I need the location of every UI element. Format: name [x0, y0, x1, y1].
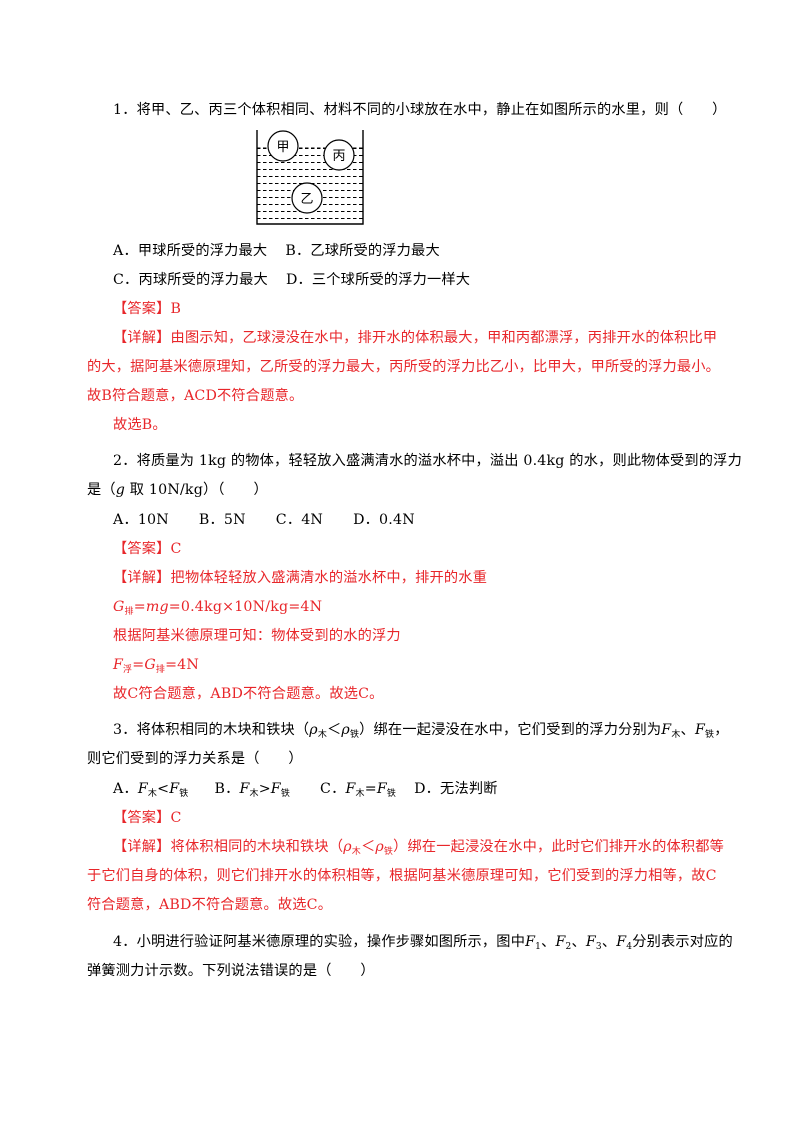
q2-stem-2: 是（g 取 10N/kg）（ ） — [87, 482, 268, 498]
q2-equation-2: F浮=G排=4N — [113, 657, 200, 675]
q3-answer: 【答案】C — [113, 810, 182, 826]
q2-stem-1: 2．将质量为 1kg 的物体，轻轻放入盛满清水的溢水杯中，溢出 0.4kg 的水… — [113, 453, 742, 469]
q3-stem-1: 3．将体积相同的木块和铁块（ρ木＜ρ铁）绑在一起浸没在水中，它们受到的浮力分别为… — [113, 722, 729, 740]
q1-detail-1: 【详解】由图示知，乙球浸没在水中，排开水的体积最大，甲和丙都漂浮，丙排开水的体积… — [113, 330, 718, 346]
q3-option-c[interactable]: C．F木=F铁 — [320, 781, 397, 799]
q1-option-c[interactable]: C．丙球所受的浮力最大 — [113, 272, 268, 288]
q4-stem-1: 4．小明进行验证阿基米德原理的实验，操作步骤如图所示，图中F1、F2、F3、F4… — [113, 934, 733, 952]
q3-option-d[interactable]: D．无法判断 — [414, 781, 498, 797]
svg-text:乙: 乙 — [300, 192, 313, 207]
q2-option-c[interactable]: C．4N — [275, 512, 324, 528]
q2-detail-3: 故C符合题意，ABD不符合题意。故选C。 — [113, 686, 384, 702]
q1-option-b[interactable]: B．乙球所受的浮力最大 — [285, 243, 440, 259]
q2-equation-1: G排=mg=0.4kg×10N/kg=4N — [113, 599, 323, 617]
q1-answer: 【答案】B — [113, 301, 182, 317]
q1-options-row1: A．甲球所受的浮力最大 B．乙球所受的浮力最大 — [113, 241, 440, 261]
q3-option-a[interactable]: A．F木<F铁 — [113, 781, 189, 799]
q4-stem-2: 弹簧测力计示数。下列说法错误的是（ ） — [87, 963, 375, 979]
q1-option-d[interactable]: D．三个球所受的浮力一样大 — [285, 272, 471, 288]
q3-option-b[interactable]: B．F木>F铁 — [214, 781, 291, 799]
svg-text:甲: 甲 — [276, 140, 289, 155]
q1-detail-4: 故选B。 — [113, 417, 167, 433]
q3-stem-2: 则它们受到的浮力关系是（ ） — [87, 751, 303, 767]
q2-option-a[interactable]: A．10N — [113, 512, 169, 528]
q1-option-a[interactable]: A．甲球所受的浮力最大 — [113, 243, 268, 259]
q1-options-row2: C．丙球所受的浮力最大 D．三个球所受的浮力一样大 — [113, 270, 470, 290]
q1-beaker-figure: 甲 丙 乙 — [256, 130, 364, 225]
q1-stem: 1．将甲、乙、丙三个体积相同、材料不同的小球放在水中，静止在如图所示的水里，则（… — [113, 102, 727, 118]
beaker-outline — [256, 130, 364, 225]
q2-answer: 【答案】C — [113, 541, 182, 557]
q3-detail-1: 【详解】将体积相同的木块和铁块（ρ木＜ρ铁）绑在一起浸没在水中，此时它们排开水的… — [113, 839, 725, 857]
q2-detail-2: 根据阿基米德原理可知：物体受到的水的浮力 — [113, 628, 401, 644]
q2-options: A．10N B．5N C．4N D．0.4N — [113, 510, 415, 530]
q1-detail-3: 故B符合题意，ACD不符合题意。 — [87, 388, 304, 404]
q3-options: A．F木<F铁 B．F木>F铁 C．F木=F铁 D．无法判断 — [113, 779, 498, 801]
q1-detail-2: 的大，据阿基米德原理知，乙所受的浮力最大，丙所受的浮力比乙小，比甲大，甲所受的浮… — [87, 359, 721, 375]
ball-yi: 乙 — [291, 182, 323, 214]
q2-option-b[interactable]: B．5N — [198, 512, 246, 528]
svg-text:丙: 丙 — [332, 149, 345, 164]
q3-detail-3: 符合题意，ABD不符合题意。故选C。 — [87, 897, 333, 913]
q2-detail-1: 【详解】把物体轻轻放入盛满清水的溢水杯中，排开的水重 — [113, 570, 488, 586]
q2-option-d[interactable]: D．0.4N — [353, 512, 415, 528]
ball-jia: 甲 — [267, 130, 299, 162]
q3-detail-2: 于它们自身的体积，则它们排开水的体积相等，根据阿基米德原理可知，它们受到的浮力相… — [87, 868, 717, 884]
ball-bing: 丙 — [323, 139, 355, 171]
